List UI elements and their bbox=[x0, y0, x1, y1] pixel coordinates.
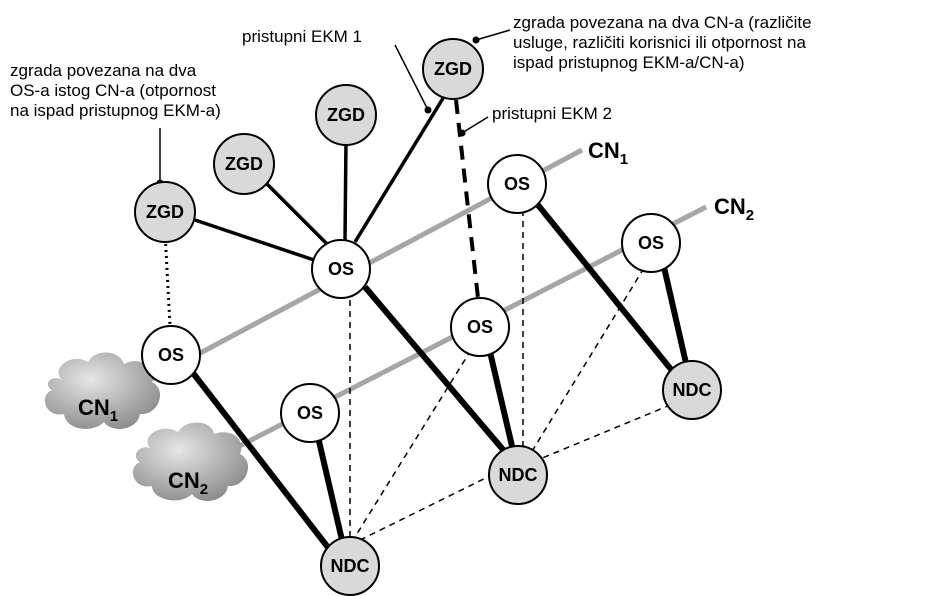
zgd-node-label: ZGD bbox=[146, 202, 184, 222]
os-node-label: OS bbox=[158, 345, 184, 365]
leader-dot-ekm2 bbox=[458, 129, 466, 137]
os-node: OS bbox=[621, 213, 681, 273]
cn1-line-label: CN1 bbox=[588, 138, 628, 168]
ndc-node-label: NDC bbox=[331, 556, 370, 576]
zgd-node: ZGD bbox=[213, 133, 275, 195]
ndc-node-label: NDC bbox=[499, 465, 538, 485]
link-zgd-os-3 bbox=[343, 139, 348, 241]
annotation-dual-cn-line2: usluge, različiti korisnici ili otpornos… bbox=[513, 33, 806, 52]
link-dashed-ndc-ndc-b bbox=[522, 395, 693, 467]
annotation-dual-os-line1: zgrada povezana na dva bbox=[10, 61, 197, 80]
os-node: OS bbox=[450, 297, 510, 357]
link-dashed-ndc-ndc-a bbox=[349, 465, 511, 546]
link-os-ndc-3 bbox=[362, 285, 508, 454]
os-node: OS bbox=[280, 383, 340, 443]
svg-text:CN2: CN2 bbox=[168, 468, 208, 498]
annotation-dual-os-line2: OS-a istog CN-a (otpornost bbox=[10, 81, 216, 100]
cn1-line-label-subscript: 1 bbox=[620, 151, 628, 168]
link-zgd-os-1 bbox=[194, 218, 321, 264]
os-node: OS bbox=[311, 239, 371, 299]
os-node-label: OS bbox=[504, 174, 530, 194]
link-dotted-zgd-os bbox=[163, 231, 172, 326]
annotation-access-ekm-2: pristupni EKM 2 bbox=[492, 104, 612, 123]
zgd-node: ZGD bbox=[315, 84, 377, 146]
os-node-label: OS bbox=[638, 233, 664, 253]
link-dashed-os-ndc-d bbox=[522, 267, 645, 467]
link-os-ndc-4 bbox=[487, 351, 515, 447]
leader-ekm2 bbox=[461, 116, 489, 134]
ndc-node: NDC bbox=[488, 445, 548, 505]
zgd-node-label: ZGD bbox=[434, 59, 472, 79]
cn2-cloud-label: CN bbox=[168, 468, 200, 493]
cn1-cloud-label: CN bbox=[78, 395, 110, 420]
svg-text:CN1: CN1 bbox=[78, 395, 118, 425]
link-os-ndc-2 bbox=[315, 436, 345, 541]
link-zgd-os-2 bbox=[261, 178, 332, 249]
cn2-cloud: CN2 bbox=[132, 422, 249, 501]
cn2-line-label-base: CN bbox=[714, 194, 746, 219]
link-os-ndc-1 bbox=[190, 371, 333, 552]
os-node: OS bbox=[141, 325, 201, 385]
leader-dot-dual-cn bbox=[472, 36, 480, 44]
zgd-node-label: ZGD bbox=[327, 105, 365, 125]
ndc-node: NDC bbox=[662, 360, 722, 420]
leader-ekm1 bbox=[394, 44, 429, 111]
leader-dual-cn bbox=[475, 29, 511, 41]
ndc-node-label: NDC bbox=[673, 380, 712, 400]
link-os-ndc-6 bbox=[661, 266, 691, 373]
cn2-line-label: CN2 bbox=[714, 194, 754, 224]
os-node: OS bbox=[487, 154, 547, 214]
zgd-node: ZGD bbox=[134, 181, 196, 243]
link-dashed-os-ndc-b bbox=[349, 349, 472, 546]
cn1-cloud: CN1 bbox=[44, 352, 161, 429]
link-ekm1 bbox=[353, 94, 447, 243]
cn1-cloud-subscript: 1 bbox=[110, 408, 118, 425]
annotation-dual-os-line3: na ispad pristupnog EKM-a) bbox=[10, 101, 221, 120]
cn2-line-label-subscript: 2 bbox=[746, 207, 754, 224]
os-node-label: OS bbox=[328, 259, 354, 279]
os-node-label: OS bbox=[297, 403, 323, 423]
zgd-node-label: ZGD bbox=[225, 154, 263, 174]
os-node-label: OS bbox=[467, 317, 493, 337]
leader-dot-ekm1 bbox=[424, 106, 432, 114]
zgd-node: ZGD bbox=[422, 38, 484, 100]
annotation-access-ekm-1: pristupni EKM 1 bbox=[242, 27, 362, 46]
cn1-line-label-base: CN bbox=[588, 138, 620, 163]
annotation-dual-cn-line3: ispad pristupnog EKM-a/CN-a) bbox=[513, 53, 744, 72]
annotation-dual-cn-line1: zgrada povezana na dva CN-a (različite bbox=[513, 13, 812, 32]
ndc-node: NDC bbox=[320, 536, 380, 596]
cn2-cloud-subscript: 2 bbox=[200, 481, 208, 498]
link-os-ndc-5 bbox=[535, 203, 681, 380]
